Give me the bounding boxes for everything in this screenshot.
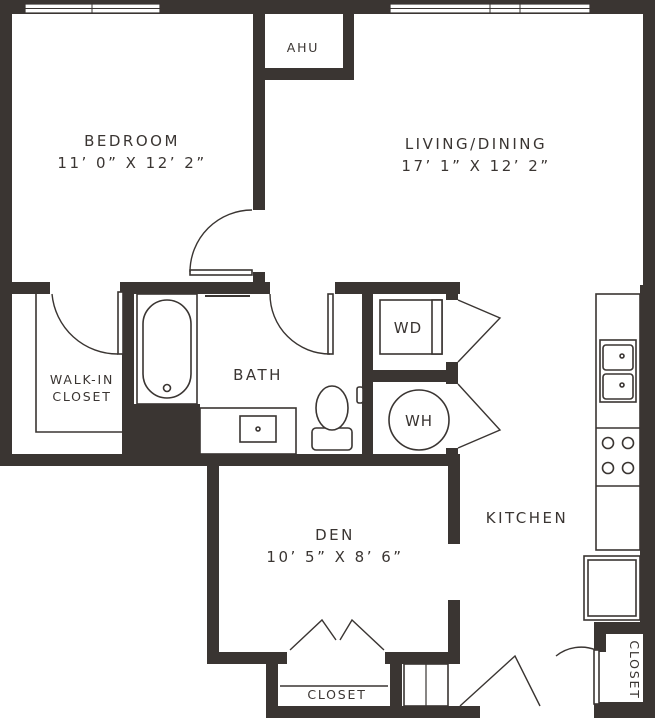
windows (24, 3, 591, 14)
ahu-label: AHU (287, 40, 320, 55)
walkin-closet-line2: CLOSET (52, 389, 111, 404)
entry-storage (403, 663, 449, 707)
washer-dryer (379, 299, 443, 355)
water-heater-label: WH (405, 412, 433, 430)
entry-closet-label: CLOSET (627, 640, 642, 699)
kitchen-name: KITCHEN (486, 509, 569, 527)
doors (51, 209, 600, 707)
bedroom-dims: 11’ 0” X 12’ 2” (57, 154, 206, 172)
den-dims: 10’ 5” X 8’ 6” (266, 548, 403, 566)
den-closet-label: CLOSET (307, 687, 366, 702)
kitchen-counter (595, 293, 641, 551)
water-heater (388, 389, 450, 451)
vanity (199, 407, 297, 455)
toilet (311, 385, 364, 451)
living-name: LIVING/DINING (405, 135, 547, 153)
walkin-shelf (35, 294, 122, 433)
den-name: DEN (315, 526, 355, 544)
room-labels: BEDROOM 11’ 0” X 12’ 2” LIVING/DINING 17… (50, 40, 642, 702)
refrigerator (583, 555, 641, 621)
bedroom-name: BEDROOM (84, 132, 180, 150)
living-dims: 17’ 1” X 12’ 2” (401, 157, 550, 175)
bathtub (136, 293, 250, 405)
bath-name: BATH (233, 366, 283, 384)
washer-dryer-label: WD (394, 319, 422, 337)
walkin-closet-line1: WALK-IN (50, 372, 114, 387)
